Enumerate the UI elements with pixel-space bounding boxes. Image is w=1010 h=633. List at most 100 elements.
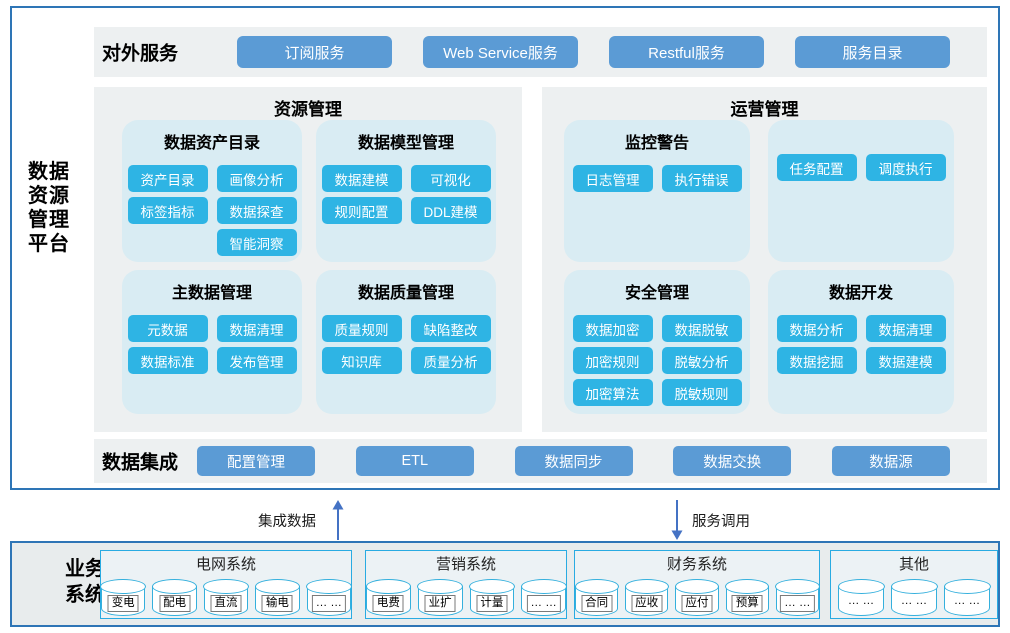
chip-schedule-execution: 调度执行 xyxy=(865,154,946,181)
subpanel-task-scheduling: 任务配置 调度执行 xyxy=(768,120,954,262)
chip-log-management: 日志管理 xyxy=(572,165,653,192)
group-title: 营销系统 xyxy=(435,556,496,573)
data-integration-band: 数据集成 配置管理 ETL 数据同步 数据交换 数据源 xyxy=(94,439,987,483)
cylinder-label: 预算 xyxy=(731,595,763,612)
database-cylinder-icon: 应收 xyxy=(624,579,670,616)
platform-title: 数据 资源 管理 平台 xyxy=(28,161,70,255)
chip-webservice: Web Service服务 xyxy=(423,36,578,68)
chip-publish-management: 发布管理 xyxy=(216,347,297,374)
chip-quality-analysis: 质量分析 xyxy=(410,347,491,374)
external-services-buttons: 订阅服务 Web Service服务 Restful服务 服务目录 xyxy=(237,36,950,68)
chip-grid: 质量规则 缺陷整改 知识库 质量分析 xyxy=(316,315,496,374)
cylinder-label: 合同 xyxy=(581,595,613,612)
cylinder-row: … … … … … … xyxy=(831,574,997,616)
chip-masking-analysis: 脱敏分析 xyxy=(661,347,742,374)
chip-grid: 日志管理 执行错误 xyxy=(564,165,750,192)
cylinder-label: 直流 xyxy=(210,595,242,612)
subpanel-security-management: 安全管理 数据加密 数据脱敏 加密规则 脱敏分析 加密算法 脱敏规则 xyxy=(564,270,750,414)
chip-restful-service: Restful服务 xyxy=(609,36,764,68)
cylinder-label: … … xyxy=(311,595,346,612)
subpanel-title: 主数据管理 xyxy=(171,285,252,302)
external-services-label: 对外服务 xyxy=(102,43,179,65)
cylinder-label: 输电 xyxy=(261,595,293,612)
chip-subscribe-service: 订阅服务 xyxy=(237,36,392,68)
database-cylinder-icon: 配电 xyxy=(151,579,198,616)
database-cylinder-icon: … … xyxy=(837,579,885,616)
chip-masking-rules: 脱敏规则 xyxy=(661,379,742,406)
business-systems-container: 业务 系统 电网系统 变电 配电 直流 输电 … … 营销系统 电费 业扩 计量… xyxy=(10,541,1000,627)
chip-task-config: 任务配置 xyxy=(776,154,857,181)
database-cylinder-icon: … … xyxy=(943,579,991,616)
subpanel-data-asset-catalog: 数据资产目录 资产目录 画像分析 标签指标 数据探查 智能洞察 xyxy=(122,120,302,262)
cylinder-label: 业扩 xyxy=(424,595,456,612)
database-cylinder-icon: 合同 xyxy=(574,579,619,616)
database-cylinder-icon: … … xyxy=(520,579,567,616)
chip-tag-metrics: 标签指标 xyxy=(127,197,208,224)
database-cylinder-icon: 电费 xyxy=(365,579,411,616)
subpanel-title: 数据模型管理 xyxy=(357,135,454,152)
cylinder-label: … … xyxy=(897,594,931,609)
cylinder-label: 应付 xyxy=(681,595,713,612)
chip-grid: 数据加密 数据脱敏 加密规则 脱敏分析 加密算法 脱敏规则 xyxy=(564,315,750,406)
operation-panel-title: 运营管理 xyxy=(730,100,799,119)
cylinder-label: … … xyxy=(950,594,984,609)
group-title: 电网系统 xyxy=(195,556,256,573)
database-cylinder-icon: 变电 xyxy=(100,579,147,616)
chip-encryption-rules: 加密规则 xyxy=(572,347,653,374)
chip-smart-insight: 智能洞察 xyxy=(216,229,297,256)
database-cylinder-icon: 预算 xyxy=(725,579,770,616)
chip-data-cleaning: 数据清理 xyxy=(216,315,297,342)
group-title: 财务系统 xyxy=(666,556,727,573)
cylinder-label: … … xyxy=(844,594,878,609)
chip-etl: ETL xyxy=(355,446,474,476)
group-other-systems: 其他 … … … … … … xyxy=(830,550,998,619)
chip-data-exchange: 数据交换 xyxy=(673,446,792,476)
chip-ddl-modeling: DDL建模 xyxy=(410,197,491,224)
subpanel-title xyxy=(768,120,954,142)
data-integration-buttons: 配置管理 ETL 数据同步 数据交换 数据源 xyxy=(197,446,950,476)
cylinder-label: 配电 xyxy=(159,595,191,612)
business-systems-label: 业务 系统 xyxy=(65,558,105,606)
chip-grid: 元数据 数据清理 数据标准 发布管理 xyxy=(122,315,302,374)
cylinder-row: 合同 应收 应付 预算 … … xyxy=(574,574,820,616)
chip-visualization: 可视化 xyxy=(410,165,491,192)
database-cylinder-icon: 应付 xyxy=(674,579,720,616)
resource-management-panel: 资源管理 数据资产目录 资产目录 画像分析 标签指标 数据探查 智能洞察 数据模… xyxy=(94,87,522,432)
subpanel-title: 安全管理 xyxy=(624,285,689,302)
flow-label-service-call: 服务调用 xyxy=(692,514,750,530)
platform-container: 数据 资源 管理 平台 对外服务 订阅服务 Web Service服务 Rest… xyxy=(10,6,1000,490)
database-cylinder-icon: … … xyxy=(775,579,820,616)
database-cylinder-icon: … … xyxy=(890,579,938,616)
database-cylinder-icon: 直流 xyxy=(203,579,250,616)
resource-panel-title: 资源管理 xyxy=(274,100,342,119)
subpanel-title: 监控警告 xyxy=(624,135,689,152)
chip-defect-rectification: 缺陷整改 xyxy=(410,315,491,342)
subpanel-data-development: 数据开发 数据分析 数据清理 数据挖掘 数据建模 xyxy=(768,270,954,414)
group-title: 其他 xyxy=(898,556,929,573)
chip-metadata: 元数据 xyxy=(127,315,208,342)
subpanel-data-model-management: 数据模型管理 数据建模 可视化 规则配置 DDL建模 xyxy=(316,120,496,262)
flow-label-integrate-data: 集成数据 xyxy=(258,514,316,530)
database-cylinder-icon: 计量 xyxy=(469,579,515,616)
chip-data-analysis: 数据分析 xyxy=(776,315,857,342)
chip-grid: 任务配置 调度执行 xyxy=(768,154,954,181)
data-integration-label: 数据集成 xyxy=(102,452,179,474)
chip-service-catalog: 服务目录 xyxy=(795,36,950,68)
cylinder-label: 应收 xyxy=(631,595,663,612)
operation-management-panel: 运营管理 监控警告 日志管理 执行错误 任务配置 调度执行 安全管理 数据加密 … xyxy=(542,87,987,432)
up-arrow-icon xyxy=(332,500,344,540)
chip-knowledge-base: 知识库 xyxy=(321,347,402,374)
cylinder-row: 变电 配电 直流 输电 … … xyxy=(100,574,352,616)
chip-data-mining: 数据挖掘 xyxy=(776,347,857,374)
chip-config-management: 配置管理 xyxy=(197,446,315,476)
chip-data-encryption: 数据加密 xyxy=(572,315,653,342)
chip-data-sync: 数据同步 xyxy=(514,446,633,476)
database-cylinder-icon: … … xyxy=(306,579,352,616)
subpanel-monitoring-alerts: 监控警告 日志管理 执行错误 xyxy=(564,120,750,262)
database-cylinder-icon: 输电 xyxy=(254,579,301,616)
database-cylinder-icon: 业扩 xyxy=(417,579,463,616)
chip-data-modeling: 数据建模 xyxy=(321,165,402,192)
group-power-grid-system: 电网系统 变电 配电 直流 输电 … … xyxy=(100,550,352,619)
cylinder-label: … … xyxy=(780,595,815,612)
chip-encryption-algorithms: 加密算法 xyxy=(572,379,653,406)
